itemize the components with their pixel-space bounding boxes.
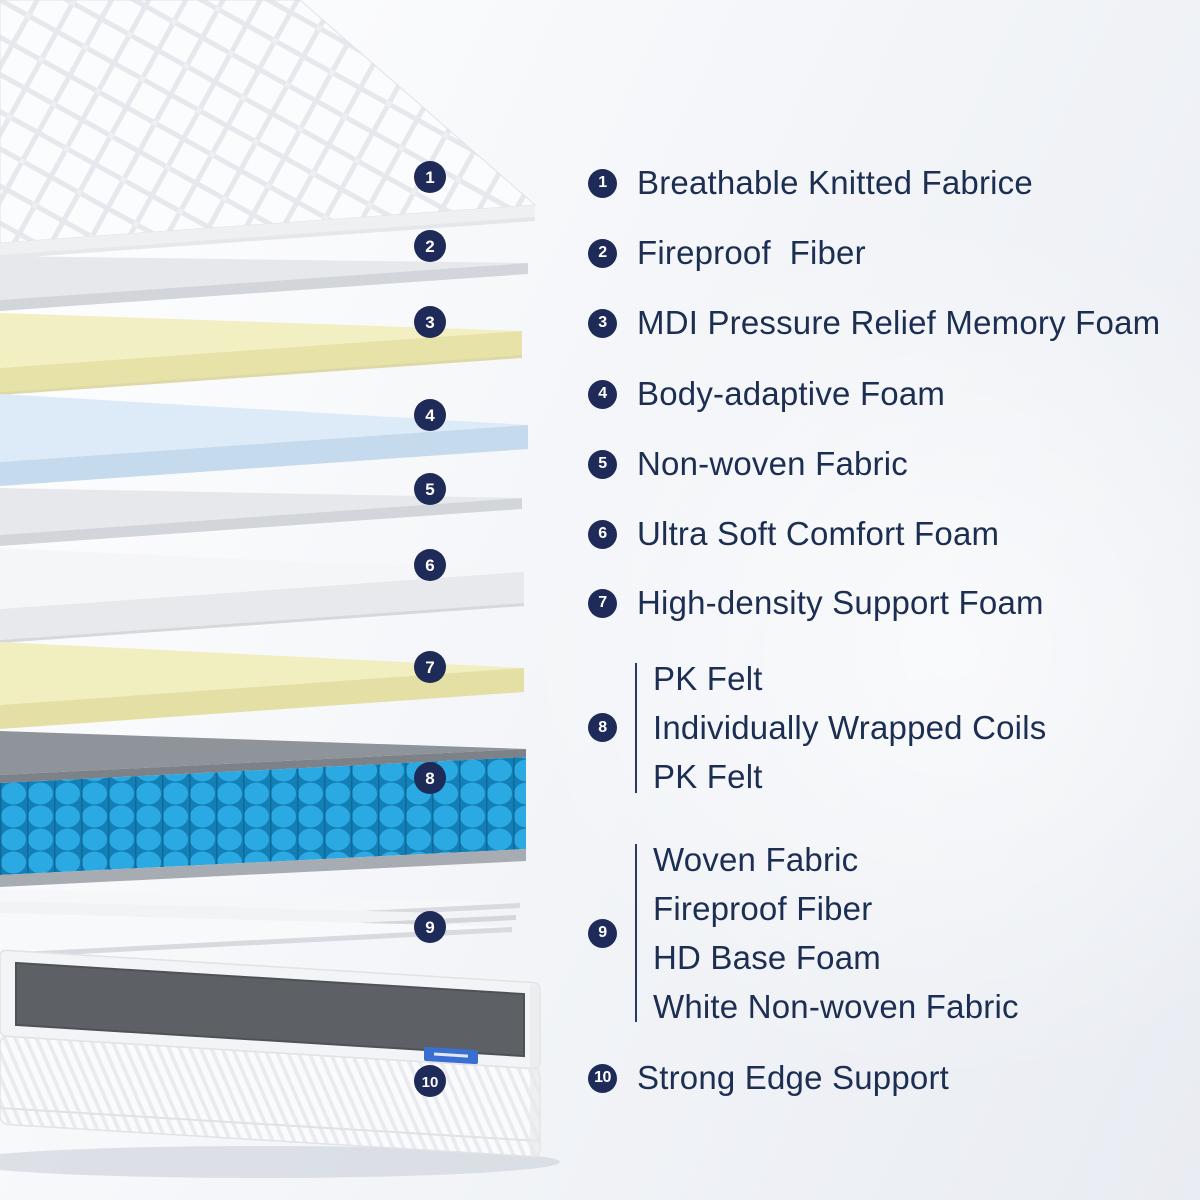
svg-text:7: 7 (425, 658, 434, 677)
legend-item-7: 7 High-density Support Foam (588, 583, 1044, 623)
diagram-badge-1: 1 (414, 161, 446, 193)
legend-label-8b: Individually Wrapped Coils (653, 709, 1047, 746)
legend-label-9d: White Non-woven Fabric (653, 988, 1019, 1025)
legend-item-5: 5 Non-woven Fabric (588, 444, 908, 484)
legend-badge-8: 8 (588, 713, 617, 742)
legend-badge-1: 1 (588, 168, 617, 198)
layer-10-edge-support-base (0, 949, 541, 1158)
legend-item-3: 3 MDI Pressure Relief Memory Foam (588, 303, 1160, 343)
svg-text:10: 10 (422, 1074, 439, 1091)
layer-9-base-sheets (0, 889, 520, 958)
legend-item-4: 4 Body-adaptive Foam (588, 374, 945, 414)
legend-item-8: 8 PK Felt Individually Wrapped Coils PK … (588, 654, 1046, 801)
legend-label-5: Non-woven Fabric (637, 445, 908, 482)
legend-label-9b: Fireproof Fiber (653, 890, 873, 927)
legend-item-9: 9 Woven Fabric Fireproof Fiber HD Base F… (588, 835, 1019, 1031)
layer-5-non-woven-fabric (0, 488, 522, 546)
legend-label-10: Strong Edge Support (637, 1059, 950, 1096)
layer-3-memory-foam (0, 313, 522, 395)
diagram-badge-4: 4 (414, 399, 446, 431)
legend-label-9a: Woven Fabric (653, 841, 859, 878)
legend-badge-9: 9 (588, 918, 617, 948)
legend-label-2: Fireproof Fiber (637, 234, 866, 271)
diagram-badge-2: 2 (414, 230, 446, 262)
svg-text:8: 8 (425, 769, 434, 788)
group-8-lines: PK Felt Individually Wrapped Coils PK Fe… (653, 654, 1046, 801)
layer-2-fireproof-fiber (0, 256, 528, 311)
legend-badge-5: 5 (588, 449, 617, 479)
layer-1-breathable-knitted-fabric (0, 0, 537, 259)
legend-label-1: Breathable Knitted Fabrice (637, 164, 1033, 201)
legend-badge-10: 10 (588, 1063, 617, 1093)
legend-label-4: Body-adaptive Foam (637, 375, 946, 412)
svg-text:1: 1 (425, 168, 434, 187)
diagram-badge-3: 3 (414, 306, 446, 338)
diagram-badge-8: 8 (414, 762, 446, 794)
legend-label-6: Ultra Soft Comfort Foam (637, 515, 1000, 552)
diagram-badge-6: 6 (414, 549, 446, 581)
layer-4-body-adaptive-foam (0, 394, 528, 486)
legend-item-1: 1 Breathable Knitted Fabrice (588, 163, 1033, 203)
layer-6-comfort-foam (0, 548, 524, 643)
svg-text:2: 2 (425, 237, 434, 256)
legend-badge-4: 4 (588, 379, 617, 409)
group-8-divider (635, 662, 637, 793)
diagram-badge-7: 7 (414, 651, 446, 683)
legend-label-3: MDI Pressure Relief Memory Foam (637, 304, 1161, 341)
layer-8-wrapped-coils (0, 731, 526, 887)
diagram-badge-5: 5 (414, 473, 446, 505)
legend-item-2: 2 Fireproof Fiber (588, 233, 866, 273)
legend-label-7: High-density Support Foam (637, 584, 1044, 621)
svg-text:4: 4 (425, 406, 435, 425)
diagram-badge-10: 10 (414, 1065, 446, 1097)
svg-text:6: 6 (425, 556, 434, 575)
group-9-lines: Woven Fabric Fireproof Fiber HD Base Foa… (653, 835, 1019, 1031)
legend-label-8c: PK Felt (653, 758, 763, 795)
diagram-badge-9: 9 (414, 911, 446, 943)
legend-badge-7: 7 (588, 588, 617, 618)
legend-label-9c: HD Base Foam (653, 939, 881, 976)
legend: 1 Breathable Knitted Fabrice 2 Fireproof… (588, 0, 1188, 1200)
legend-badge-2: 2 (588, 238, 617, 268)
layer-7-support-foam (0, 642, 524, 729)
svg-text:3: 3 (425, 313, 434, 332)
legend-item-6: 6 Ultra Soft Comfort Foam (588, 514, 999, 554)
group-9-divider (635, 844, 637, 1022)
mattress-layers-diagram: 1 2 3 4 5 6 7 8 9 10 (0, 0, 560, 1178)
legend-label-8a: PK Felt (653, 660, 763, 697)
svg-text:9: 9 (425, 918, 434, 937)
svg-text:5: 5 (425, 480, 434, 499)
base-shadow (0, 1146, 560, 1178)
legend-badge-6: 6 (588, 519, 617, 549)
legend-badge-3: 3 (588, 308, 617, 338)
legend-item-10: 10 Strong Edge Support (588, 1058, 949, 1098)
